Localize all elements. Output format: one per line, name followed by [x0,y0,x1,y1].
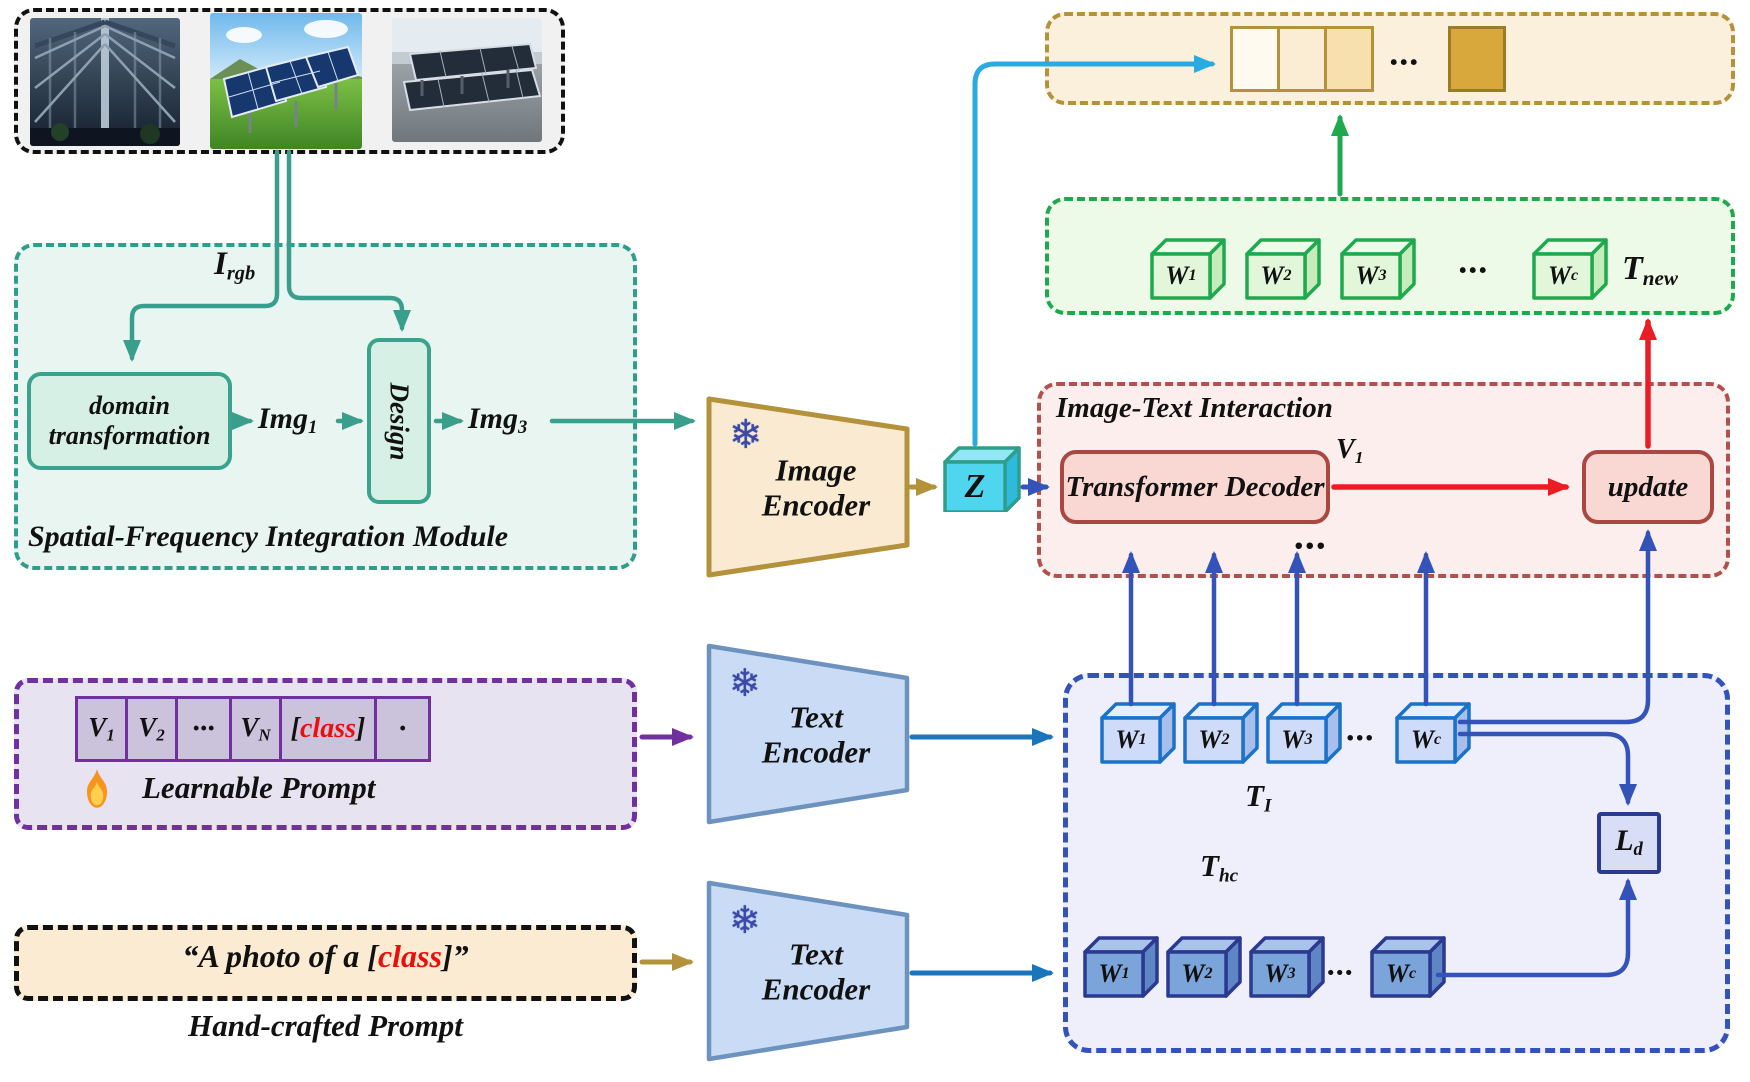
z-label: Z [964,468,986,505]
prompt-cell-dot: · [374,696,431,762]
thc-dots: ··· [1326,954,1354,990]
t-hc-label: Thc [1200,848,1239,887]
v1-label: V1 [1336,434,1364,467]
feature-cell [1230,26,1280,92]
feature-cell-solid [1448,26,1506,92]
text-encoder-top-shape [706,643,910,825]
feature-cell [1277,26,1327,92]
rooftop-solar-photo [392,18,542,142]
prompt-cell-v1: V1 [75,696,128,762]
domain-transformation-node: domain transformation [27,372,232,470]
img1-label: Img1 [258,402,318,439]
ti-dots: ··· [1345,720,1375,757]
hand-crafted-caption: Hand-crafted Prompt [188,1008,463,1043]
snowflake-icon: ❄ [729,412,763,458]
image-encoder-shape [706,396,910,578]
greenhouse-solar-illustration [30,18,180,146]
update-node: update [1582,450,1714,524]
hand-crafted-prompt-box [14,925,637,1001]
flame-icon [82,768,112,810]
prompt-cell-v2: V2 [125,696,178,762]
feature-dots: ··· [1389,42,1419,82]
z-feature-cube: Z [943,446,1021,512]
field-solar-illustration [210,13,362,149]
snowflake-icon: ❄ [729,661,761,705]
prompt-cell-vn: VN [229,696,282,762]
prompt-cell-dots: ··· [175,696,232,762]
z-cube-shape [943,446,1021,512]
greenhouse-solar-photo [30,18,180,146]
interaction-title: Image-Text Interaction [1056,392,1333,424]
transformer-decoder-node: Transformer Decoder [1060,450,1330,524]
design-node: Design [367,338,431,504]
t-new-dots: ··· [1458,250,1488,290]
sfim-title: Spatial-Frequency Integration Module [28,520,509,553]
feature-cells [1230,26,1374,92]
text-encoder-bottom-shape [706,880,910,1062]
learnable-prompt-caption: Learnable Prompt [142,770,376,805]
prompt-cell-class: [class] [279,696,377,762]
i-rgb-label: Irgb [214,246,256,285]
t-new-label: Tnew [1622,250,1678,290]
ld-loss-node: Ld [1597,812,1661,874]
snowflake-icon: ❄ [729,898,761,942]
new-feature-sequence-box [1045,12,1735,105]
t-i-label: TI [1245,778,1272,817]
hand-crafted-text: “A photo of a [class]” [182,938,469,974]
learnable-prompt-row: V1 V2 ··· VN [class] · [75,696,431,762]
field-solar-photo [210,13,362,149]
img3-label: Img3 [468,402,528,439]
interaction-dots: ··· [1293,523,1327,568]
rooftop-solar-illustration [392,18,542,142]
feature-cell [1324,26,1374,92]
